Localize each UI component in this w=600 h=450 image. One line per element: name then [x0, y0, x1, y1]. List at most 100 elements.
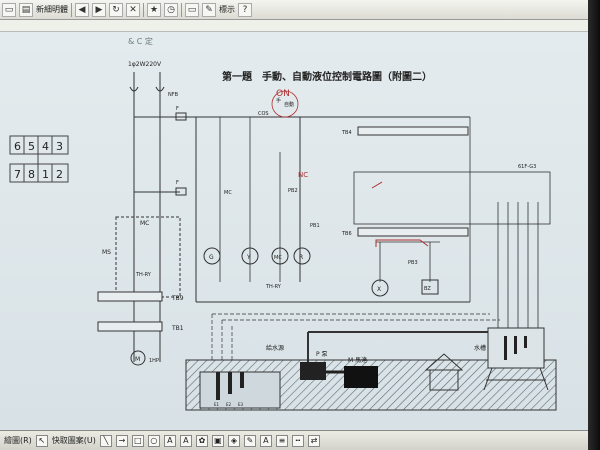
open-icon[interactable]: ▤: [19, 2, 33, 17]
lamp-g: G: [203, 247, 221, 265]
svg-text:F: F: [176, 106, 179, 112]
buzzer: BZ: [421, 279, 439, 295]
arrow-icon[interactable]: →: [115, 434, 128, 447]
lamp-r: R: [293, 247, 311, 265]
autoshape-menu[interactable]: 快取圖案(U): [51, 436, 96, 445]
motor-label: M 馬達: [348, 356, 367, 364]
monitor-bezel: [588, 0, 600, 450]
thry-contact-label: TH-RY: [265, 284, 282, 290]
draw-menu[interactable]: 繪圖(R): [4, 436, 32, 445]
terminal-tb4: TB4: [341, 126, 469, 136]
terminal-tb9: TB9: [97, 291, 184, 302]
picture-icon[interactable]: ▣: [211, 434, 224, 447]
tank-label: 水槽: [474, 344, 486, 352]
separator: [143, 2, 144, 17]
water-sump: [199, 371, 281, 409]
svg-text:COS: COS: [258, 111, 269, 117]
main-motor: M 1HP: [130, 350, 159, 366]
line-style-icon[interactable]: ≡: [275, 434, 288, 447]
drawing-toolbar: 繪圖(R) ↖ 快取圖案(U) ╲ → □ ○ A A ✿ ▣ ◈ ✎ A ≡ …: [0, 430, 600, 450]
electrode-labels: E1 E2 E3: [214, 402, 244, 407]
line-icon[interactable]: ╲: [99, 434, 112, 447]
svg-text:TB4: TB4: [341, 130, 352, 136]
svg-text:1HP: 1HP: [149, 358, 159, 364]
zoom-combo[interactable]: 新細明體: [36, 5, 68, 14]
electrode-label: E1: [214, 402, 220, 407]
rectangle-icon[interactable]: □: [131, 434, 144, 447]
ruler-bar: [0, 20, 600, 32]
svg-text:MC: MC: [274, 255, 282, 261]
probe-wires: [497, 202, 539, 332]
separator: [181, 2, 182, 17]
fuse-1: F: [175, 106, 187, 121]
svg-text:M: M: [135, 356, 140, 363]
signal-dashed-lines: [211, 313, 500, 362]
line-color-icon[interactable]: ✎: [243, 434, 256, 447]
stop-icon[interactable]: ✕: [126, 2, 140, 17]
nc-note: NC: [298, 171, 308, 179]
tank-electrodes: [504, 336, 527, 360]
arrow-style-icon[interactable]: ⇄: [307, 434, 320, 447]
font-color-icon[interactable]: A: [259, 434, 272, 447]
relay-x: X: [371, 279, 389, 297]
svg-text:MC: MC: [140, 220, 149, 227]
help-icon[interactable]: ?: [238, 2, 252, 17]
supply-label: 1φ2W220V: [128, 61, 162, 68]
fuse-2: F: [175, 180, 187, 196]
dash-style-icon[interactable]: ┅: [291, 434, 304, 447]
grid-number: 3: [56, 140, 63, 153]
number-grid: [9, 135, 69, 183]
clipart-icon[interactable]: ✿: [195, 434, 208, 447]
grid-number: 2: [56, 168, 63, 181]
svg-text:ON: ON: [276, 89, 290, 99]
folder-icon[interactable]: ▭: [185, 2, 199, 17]
svg-text:Y: Y: [246, 254, 251, 261]
forward-icon[interactable]: ▶: [92, 2, 106, 17]
nfb-label: NFB: [168, 92, 179, 98]
oval-icon[interactable]: ○: [147, 434, 160, 447]
back-icon[interactable]: ◀: [75, 2, 89, 17]
svg-text:TB9: TB9: [171, 295, 184, 302]
magnetic-switch: MS MC TH-RY: [102, 216, 181, 298]
pb3-label: PB3: [408, 260, 418, 266]
svg-text:G: G: [209, 254, 214, 261]
svg-text:TH-RY: TH-RY: [135, 272, 152, 278]
handwritten-wiring: [371, 181, 429, 247]
svg-text:BZ: BZ: [424, 286, 431, 292]
power-lines: [129, 72, 470, 362]
svg-text:手: 手: [276, 97, 281, 104]
lamp-y: Y: [241, 247, 259, 265]
edit-icon[interactable]: ✎: [202, 2, 216, 17]
pb2-label: PB2: [288, 188, 298, 194]
history-icon[interactable]: ◷: [164, 2, 178, 17]
grid-number: 1: [42, 168, 49, 181]
new-icon[interactable]: ▭: [2, 2, 16, 17]
electrode-label: E3: [238, 402, 244, 407]
grid-number: 8: [28, 168, 35, 181]
mode-label[interactable]: 標示: [219, 5, 235, 14]
svg-text:R: R: [299, 254, 303, 261]
select-arrow-icon[interactable]: ↖: [35, 434, 48, 447]
control-circuit: [219, 117, 551, 302]
fill-color-icon[interactable]: ◈: [227, 434, 240, 447]
mc-coil-label: MC: [224, 190, 232, 196]
favorite-icon[interactable]: ★: [147, 2, 161, 17]
cos-switch: COS 手 自動 ON: [258, 89, 299, 118]
electrodes: [216, 372, 244, 400]
textbox-icon[interactable]: A: [163, 434, 176, 447]
separator: [71, 2, 72, 17]
svg-text:MS: MS: [102, 249, 111, 256]
terminal-tb6: TB6: [341, 227, 469, 237]
refresh-icon[interactable]: ↻: [109, 2, 123, 17]
grid-number: 4: [42, 140, 49, 153]
lamp-mc: MC: [271, 247, 289, 265]
grid-number: 6: [14, 140, 21, 153]
electrode-label: E2: [226, 402, 232, 407]
main-toolbar: ▭ ▤ 新細明體 ◀ ▶ ↻ ✕ ★ ◷ ▭ ✎ 標示 ?: [0, 0, 600, 20]
wordart-icon[interactable]: A: [179, 434, 192, 447]
pump-label: P 泵: [316, 351, 328, 358]
